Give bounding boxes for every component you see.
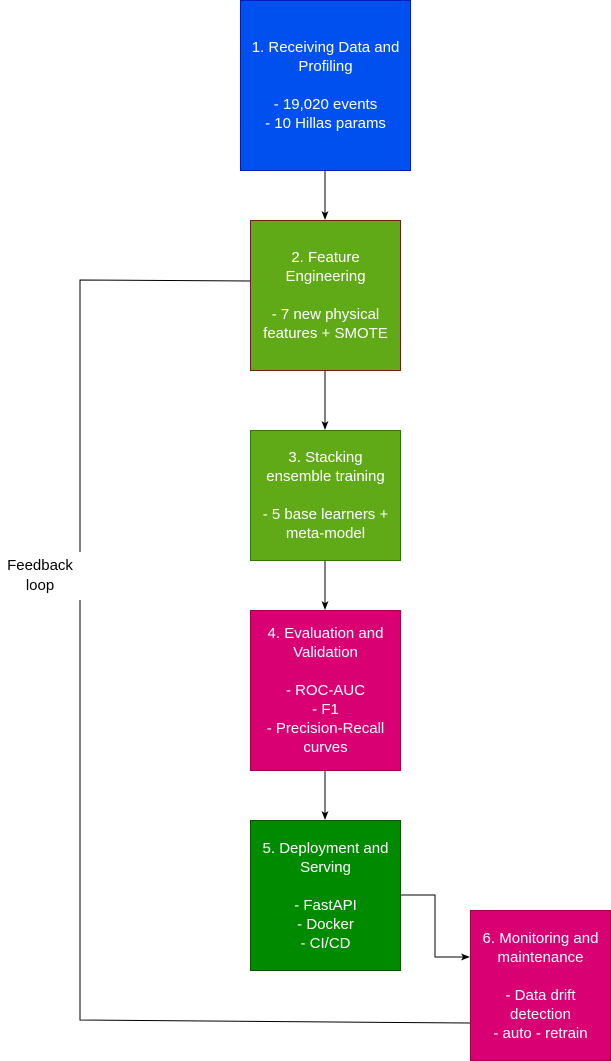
step1-receiving-data-node[interactable]: 1. Receiving Data and Profiling - 19,020… xyxy=(240,0,411,171)
edge-step5-to-step6 xyxy=(400,894,470,961)
step3-text: 3. Stacking ensemble training - 5 base l… xyxy=(262,449,389,542)
step1-text: 1. Receiving Data and Profiling - 19,020… xyxy=(251,39,400,132)
step6-text: 6. Monitoring and maintenance - Data dri… xyxy=(482,929,599,1042)
step6-monitoring-node[interactable]: 6. Monitoring and maintenance - Data dri… xyxy=(470,910,611,1061)
step4-text: 4. Evaluation and Validation - ROC-AUC -… xyxy=(266,625,385,756)
step5-deployment-node[interactable]: 5. Deployment and Serving - FastAPI - Do… xyxy=(250,820,401,971)
step4-evaluation-node[interactable]: 4. Evaluation and Validation - ROC-AUC -… xyxy=(250,610,401,771)
step2-feature-engineering-node[interactable]: 2. Feature Engineering - 7 new physical … xyxy=(250,220,401,371)
edge-feedback-loop xyxy=(79,279,471,1024)
feedback-label-line2: loop xyxy=(25,577,55,594)
feedback-loop-label: Feedback loop xyxy=(0,556,80,596)
step3-stacking-ensemble-node[interactable]: 3. Stacking ensemble training - 5 base l… xyxy=(250,430,401,561)
step5-text: 5. Deployment and Serving - FastAPI - Do… xyxy=(262,839,389,952)
feedback-label-background xyxy=(40,552,120,600)
feedback-label-line1: Feedback xyxy=(7,557,73,574)
step2-text: 2. Feature Engineering - 7 new physical … xyxy=(263,249,388,342)
